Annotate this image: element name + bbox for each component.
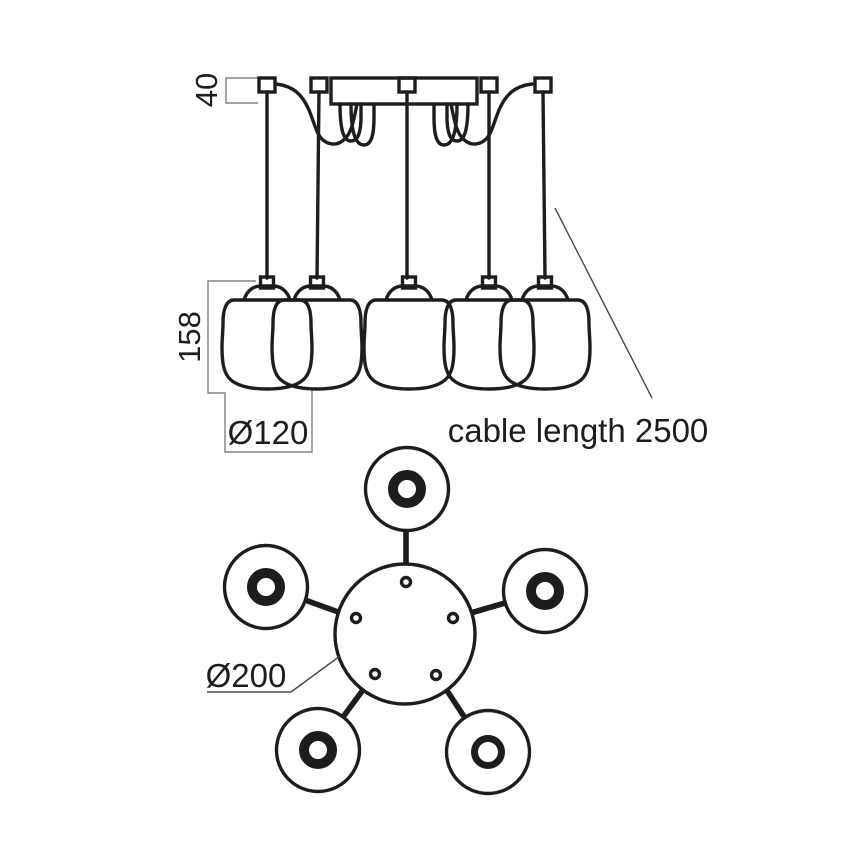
shade-circle — [501, 547, 589, 635]
shade-circle — [222, 543, 310, 631]
shade-cap — [258, 275, 276, 290]
plan-view: Ø200 — [206, 445, 589, 796]
cable-swoop-right — [449, 82, 534, 146]
shade-body — [220, 298, 314, 391]
plan-shade-top — [363, 445, 451, 533]
shade-3 — [362, 275, 456, 391]
dim-diameter-120-label: Ø120 — [228, 414, 309, 451]
canopy-circle — [333, 562, 477, 706]
shade-4 — [442, 275, 536, 391]
shade-dome — [520, 284, 570, 301]
cable-hole-bottom-left — [368, 667, 382, 681]
cable-2 — [315, 90, 321, 280]
plan-shade-bottom-right — [444, 708, 532, 796]
plan-shade-bottom-left — [274, 706, 362, 794]
shade-dome — [464, 284, 514, 301]
socket-ring — [526, 572, 564, 610]
cable-swoop-left — [274, 82, 359, 146]
dim-40-label: 40 — [189, 73, 224, 107]
shade-5 — [498, 275, 592, 391]
shade-dome — [242, 284, 292, 301]
shade-cap — [536, 275, 554, 290]
shade-1 — [220, 275, 314, 391]
shade-circle — [363, 445, 451, 533]
shade-cap — [308, 275, 326, 290]
socket-ring — [299, 731, 337, 769]
shade-cap — [480, 275, 498, 290]
cable-hole-left — [349, 611, 363, 625]
shade-body — [270, 298, 364, 391]
drip-loop-right-1 — [445, 102, 470, 143]
shade-body — [498, 298, 592, 391]
shade-cap — [400, 275, 418, 290]
cable-hole-bottom-right — [429, 668, 443, 682]
cable-length-label: cable length 2500 — [448, 412, 709, 449]
shade-circle — [274, 706, 362, 794]
drip-loop-right-2 — [432, 102, 459, 147]
cable-grip-4 — [479, 76, 499, 94]
diameter-200-leader-line — [207, 655, 341, 693]
shade-body — [442, 298, 536, 391]
cable-grip-2 — [309, 76, 329, 94]
shade-circle — [444, 708, 532, 796]
shade-body — [362, 298, 456, 391]
cable-grip-1 — [257, 76, 277, 94]
plan-shade-left — [222, 543, 310, 631]
shade-dome — [292, 284, 342, 301]
cable-hole-top — [399, 575, 413, 589]
cable-5 — [541, 90, 547, 280]
socket-ring — [247, 568, 285, 606]
socket-ring — [471, 735, 505, 769]
shade-dome — [384, 284, 434, 301]
cable-hole-right — [446, 611, 460, 625]
cable-length-leader-line — [554, 207, 653, 399]
dimension-bracket-40 — [225, 77, 258, 104]
front-view: 40 158 Ø120 cable length 2500 — [172, 73, 709, 453]
plan-shade-right — [501, 547, 589, 635]
shade-2 — [270, 275, 364, 391]
socket-ring — [388, 470, 426, 508]
dimension-bracket-158 — [207, 280, 313, 453]
dim-diameter-200-label: Ø200 — [206, 657, 287, 694]
cable-grip-5 — [533, 76, 553, 94]
dim-158-label: 158 — [172, 311, 207, 363]
drip-loop-left-1 — [338, 102, 363, 143]
drip-loop-left-2 — [349, 102, 376, 147]
